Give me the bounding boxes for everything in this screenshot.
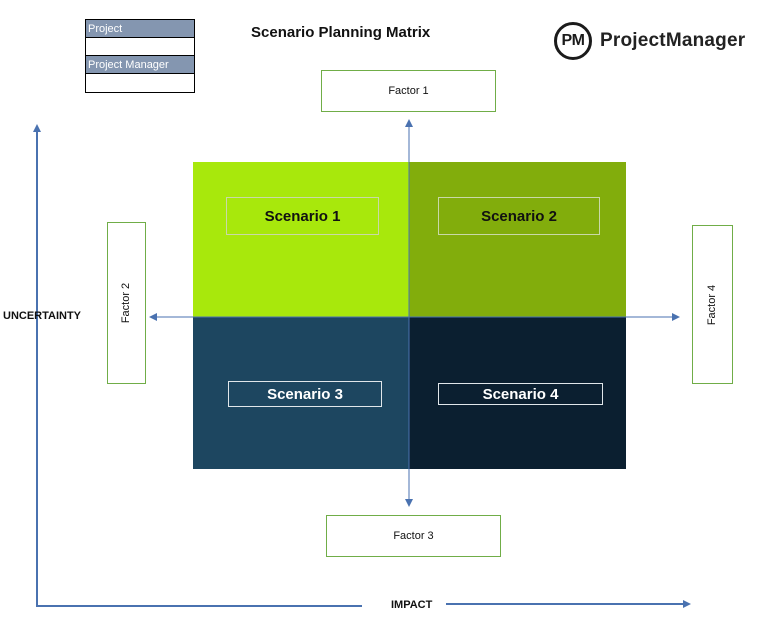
pm-logo-icon: PM — [554, 22, 592, 60]
project-manager-label: Project Manager — [86, 56, 194, 74]
factor-3-box: Factor 3 — [326, 515, 501, 557]
scenario-1-box: Scenario 1 — [226, 197, 379, 235]
factor-4-box: Factor 4 — [692, 225, 733, 384]
factor-1-label: Factor 1 — [388, 85, 429, 97]
factor-3-label: Factor 3 — [393, 530, 434, 542]
page-title: Scenario Planning Matrix — [251, 24, 431, 41]
logo-text: ProjectManager — [600, 30, 746, 51]
project-value-field[interactable] — [86, 38, 194, 56]
quadrant-3 — [193, 317, 409, 469]
projectmanager-logo: PM ProjectManager — [554, 22, 745, 60]
factor-4-label: Factor 4 — [706, 284, 719, 325]
project-info-table: Project Project Manager — [85, 19, 195, 93]
scenario-4-box: Scenario 4 — [438, 383, 603, 405]
quadrant-4 — [409, 317, 626, 469]
quadrant-1 — [193, 162, 409, 317]
factor-2-box: Factor 2 — [107, 222, 146, 384]
scenario-2-box: Scenario 2 — [438, 197, 600, 235]
factor-2-label: Factor 2 — [120, 282, 133, 324]
factor-1-box: Factor 1 — [321, 70, 496, 112]
impact-axis-label: IMPACT — [391, 599, 433, 611]
project-manager-value-field[interactable] — [86, 74, 194, 92]
uncertainty-axis-label: UNCERTAINTY — [3, 310, 82, 322]
project-label: Project — [86, 20, 194, 38]
quadrant-2 — [409, 162, 626, 317]
scenario-3-box: Scenario 3 — [228, 381, 382, 407]
